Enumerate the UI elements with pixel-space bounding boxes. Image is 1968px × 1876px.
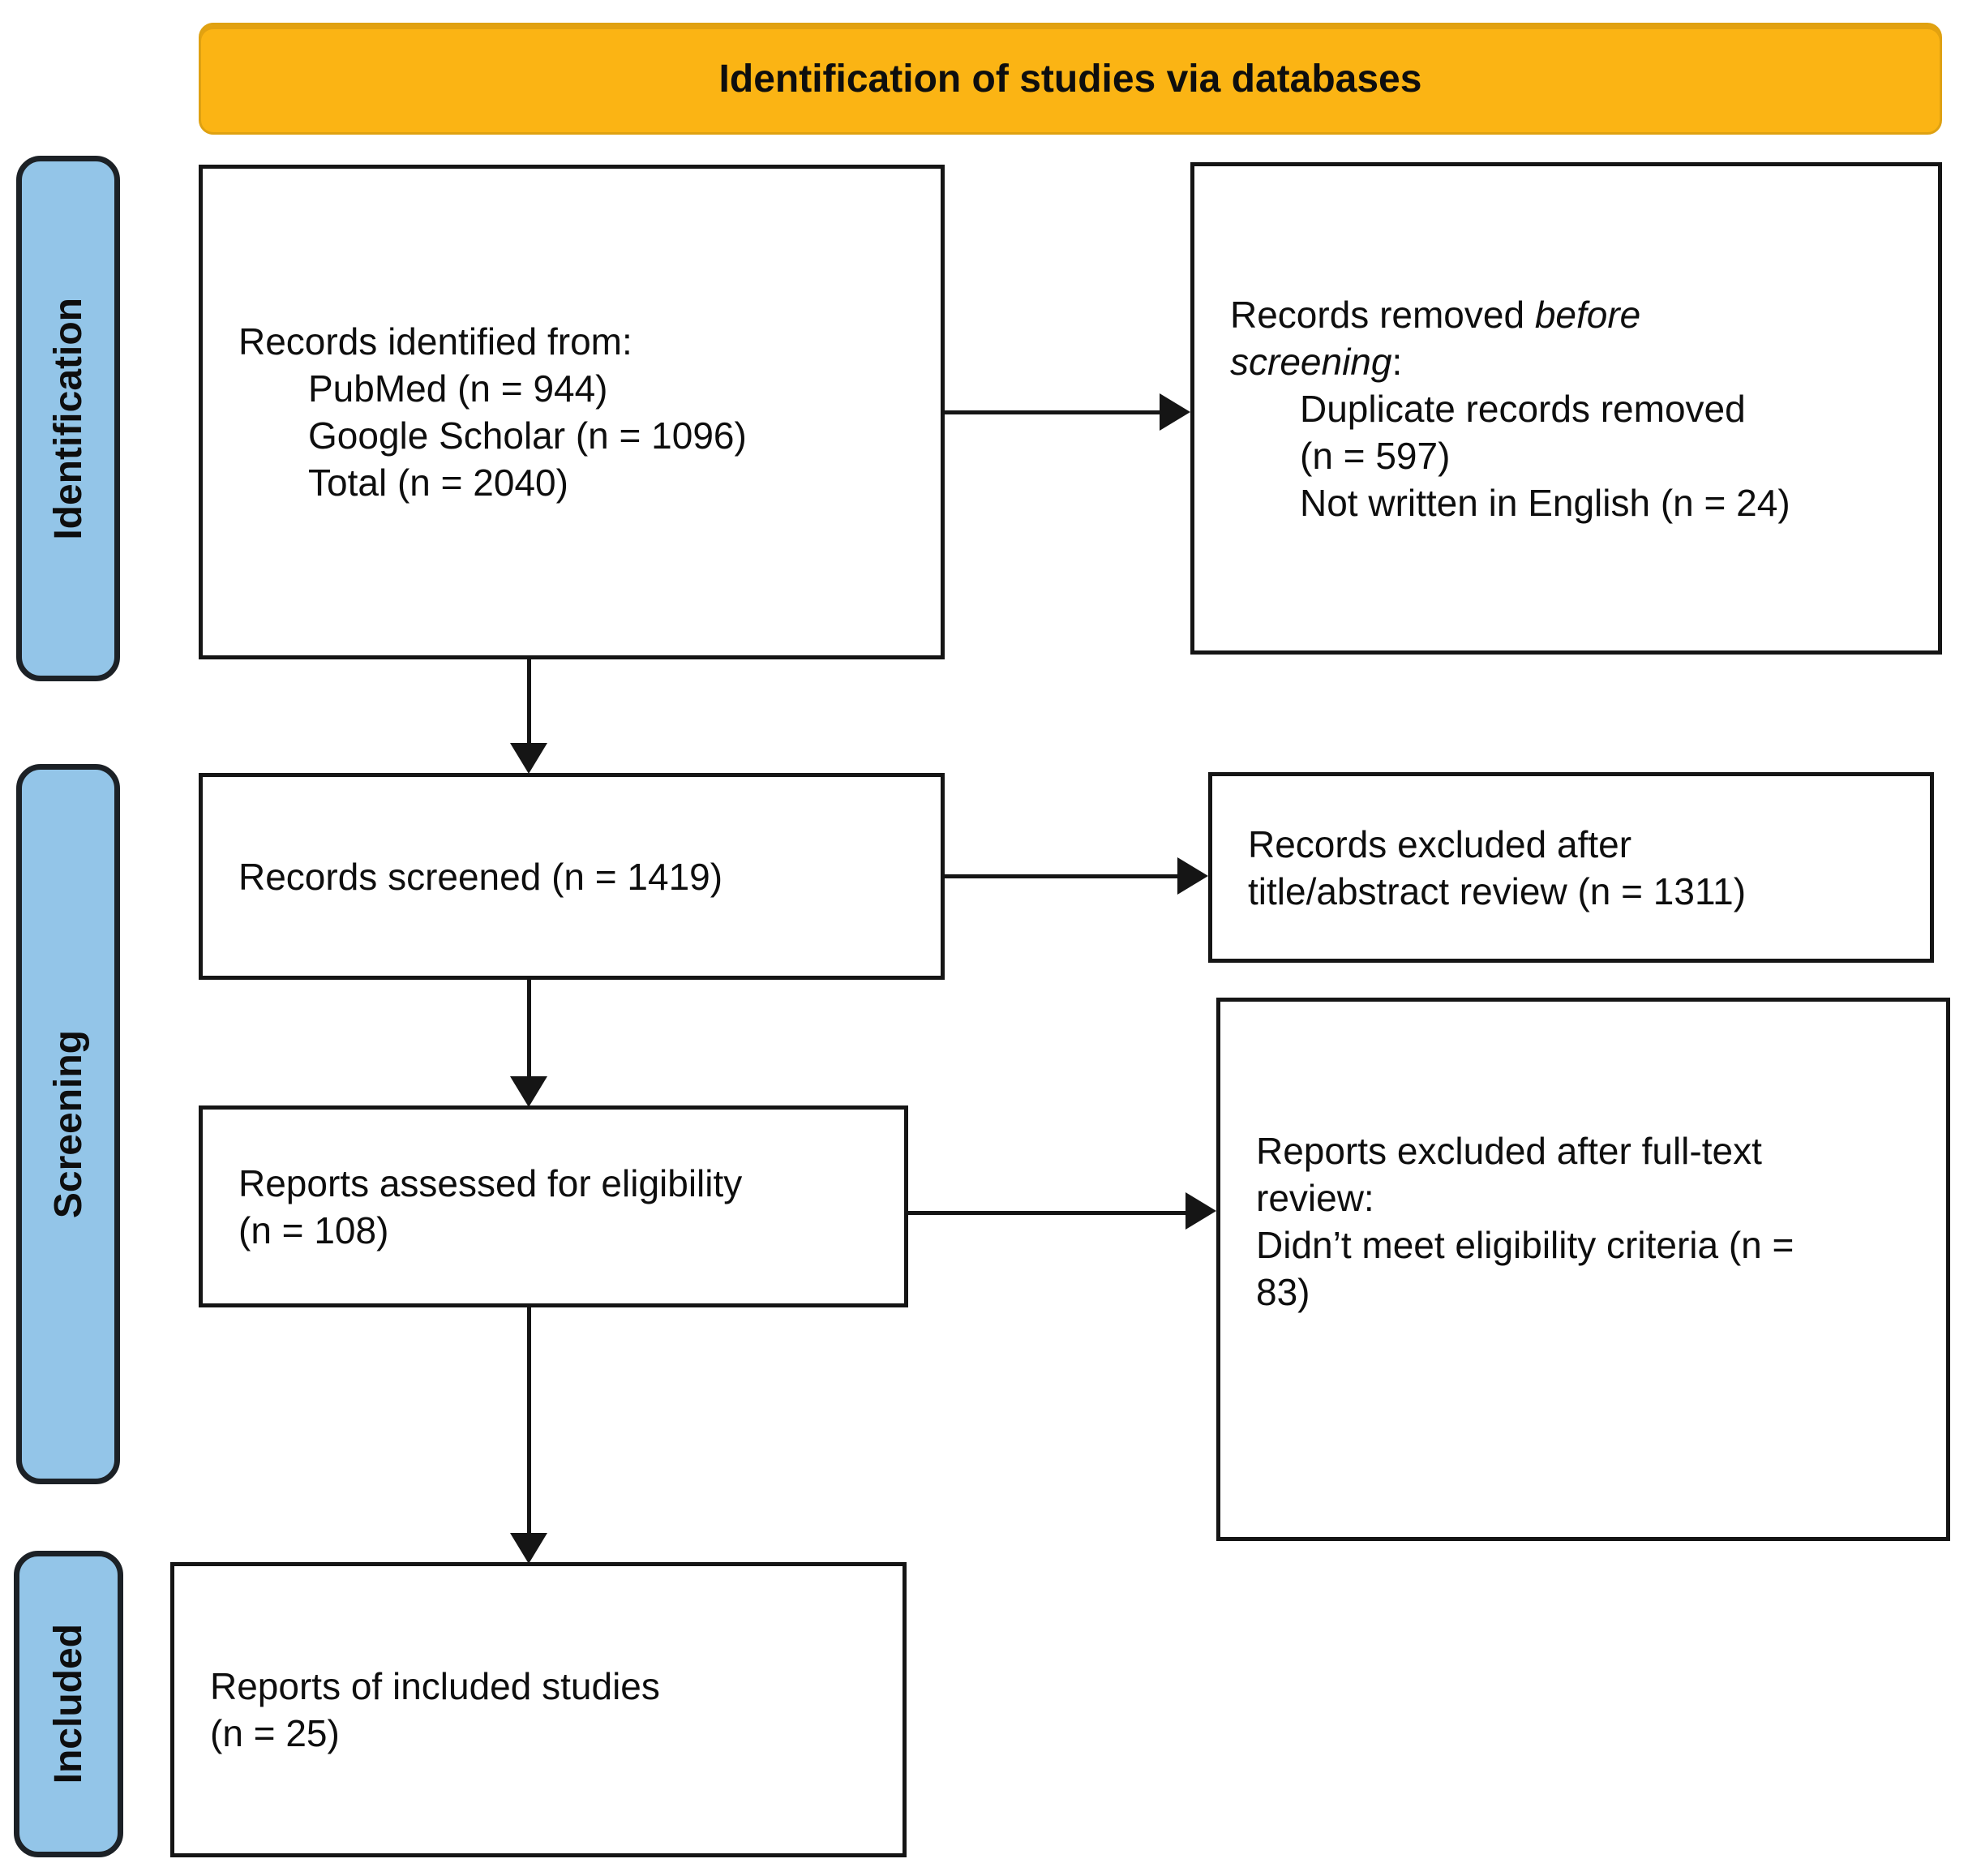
arrow-screened-to-assessed-line — [527, 980, 531, 1079]
box-line: (n = 108) — [238, 1208, 389, 1251]
box-line: title/abstract review (n = 1311) — [1248, 869, 1747, 912]
box-line: (n = 25) — [210, 1712, 340, 1754]
flow-box-records-identified: Records identified from: PubMed (n = 944… — [199, 165, 945, 659]
text-plain: : — [1391, 340, 1403, 383]
box-line: Total (n = 2040) — [308, 461, 568, 504]
arrow-assessed-to-included-line — [527, 1307, 531, 1535]
arrow-identified-to-removed-head — [1160, 393, 1190, 431]
arrow-identified-to-screened-head — [510, 743, 547, 774]
box-line: Records identified from: — [238, 320, 632, 363]
text-plain: Records removed — [1230, 293, 1535, 336]
box-line: Records excluded after — [1248, 822, 1632, 865]
stage-label-screening-text: Screening — [46, 1029, 90, 1219]
box-line: Records removed before — [1230, 291, 1915, 338]
box-line: Reports excluded after full-text — [1256, 1130, 1762, 1172]
box-line: 83) — [1256, 1271, 1310, 1313]
box-line: Duplicate records removed — [1300, 387, 1746, 430]
flow-box-records-excluded: Records excluded after title/abstract re… — [1208, 772, 1934, 963]
box-line: Not written in English (n = 24) — [1300, 481, 1790, 524]
box-line: Didn’t meet eligibility criteria (n = — [1256, 1224, 1794, 1266]
flow-box-records-removed: Records removed before screening: Duplic… — [1190, 162, 1942, 655]
flow-box-records-screened: Records screened (n = 1419) — [199, 773, 945, 980]
stage-label-included-text: Included — [47, 1624, 90, 1784]
text-italic: screening — [1230, 340, 1392, 383]
arrow-assessed-to-fulltext-excluded-line — [908, 1211, 1188, 1215]
arrow-identified-to-screened-line — [527, 659, 531, 745]
box-line: review: — [1256, 1177, 1374, 1219]
arrow-screened-to-excluded-head — [1177, 857, 1208, 895]
stage-label-included: Included — [14, 1551, 123, 1857]
arrow-screened-to-assessed-head — [510, 1076, 547, 1107]
flow-box-reports-excluded-fulltext: Reports excluded after full-text review:… — [1216, 998, 1950, 1541]
box-line: Google Scholar (n = 1096) — [308, 414, 747, 457]
box-line: screening: — [1230, 338, 1915, 385]
flow-box-reports-assessed: Reports assessed for eligibility (n = 10… — [199, 1105, 908, 1307]
box-line: Records screened (n = 1419) — [238, 855, 723, 898]
box-line: PubMed (n = 944) — [308, 367, 608, 410]
stage-label-identification: Identification — [16, 156, 120, 681]
box-line: Reports of included studies — [210, 1665, 660, 1707]
box-line: (n = 597) — [1300, 434, 1451, 477]
text-italic: before — [1534, 293, 1641, 336]
arrow-identified-to-removed-line — [945, 410, 1162, 414]
arrow-screened-to-excluded-line — [945, 874, 1180, 878]
flow-box-reports-included: Reports of included studies (n = 25) — [170, 1562, 907, 1857]
stage-label-identification-text: Identification — [46, 297, 90, 540]
stage-label-screening: Screening — [16, 764, 120, 1484]
arrow-assessed-to-included-head — [510, 1533, 547, 1564]
banner-identification-of-studies: Identification of studies via databases — [199, 23, 1942, 135]
box-line: Reports assessed for eligibility — [238, 1161, 743, 1204]
arrow-assessed-to-fulltext-excluded-head — [1186, 1192, 1216, 1230]
